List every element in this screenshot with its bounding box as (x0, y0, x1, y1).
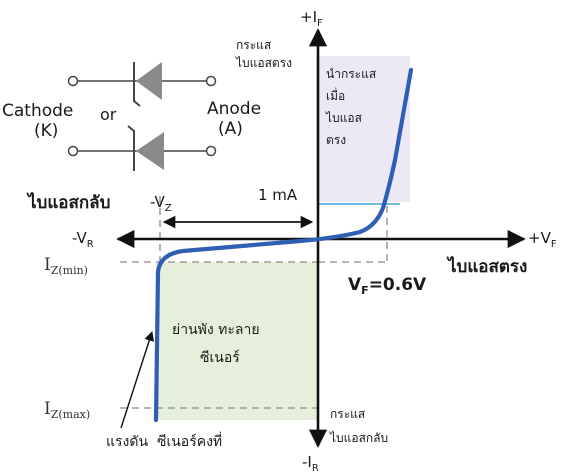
forward-conduction-label: นำกระแส เมื่อ ไบแอส ตรง (325, 67, 380, 147)
cathode-terminal-upper (67, 75, 79, 87)
one-ma-label: 1 mA (258, 186, 298, 204)
anode-label: Anode (207, 99, 261, 119)
zener-breakdown-region (156, 262, 318, 420)
vf-value-label: VF=0.6V (348, 275, 427, 297)
diode-symbol-lower (67, 125, 217, 171)
zener-voltage-caption: แรงดัน ซีเนอร์คงที่ (106, 432, 222, 450)
minus-vz-label: -VZ (150, 193, 172, 214)
zener-breakdown-label: ย่านพัง ทะลาย ซีเนอร์ (172, 322, 264, 366)
forward-bias-title: ไบแอสตรง (446, 256, 527, 277)
cathode-label: Cathode (2, 101, 73, 121)
plus-if-label: +IF (300, 8, 323, 29)
iz-max-label: IZ(max) (44, 399, 90, 421)
iz-min-label: IZ(min) (44, 255, 88, 277)
minus-vr-label: -VR (72, 229, 94, 250)
caption-pointer-arrow (120, 331, 154, 429)
zener-bar-lower (127, 125, 135, 171)
reverse-bias-title: ไบแอสกลับ (26, 192, 110, 213)
cathode-terminal-lower (67, 145, 79, 157)
plus-vf-label: +VF (528, 229, 557, 250)
anode-terminal-upper (205, 75, 217, 87)
zener-bar-upper (133, 62, 141, 107)
forward-current-label: กระแส ไบแอสตรง (235, 38, 292, 70)
minus-ir-label: -IR (302, 453, 319, 474)
anode-terminal-lower (205, 145, 217, 157)
cathode-abbr: (K) (34, 121, 58, 141)
diode-symbol-upper (67, 62, 217, 107)
or-label: or (100, 105, 117, 124)
iv-characteristic-curve (153, 67, 414, 423)
forward-conduction-region (318, 56, 410, 202)
anode-abbr: (A) (218, 119, 243, 139)
diode-triangle-upper (136, 62, 162, 100)
diode-triangle-lower (136, 132, 164, 170)
reverse-current-label: กระแส ไบแอสกลับ (329, 407, 388, 445)
